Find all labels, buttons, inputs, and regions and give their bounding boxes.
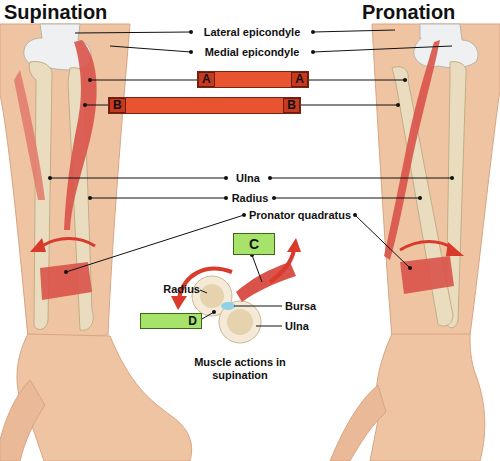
callout-letter: D [188,314,197,328]
ulna-marrow [227,309,253,335]
leader-dot [403,78,407,82]
left-forearm [0,24,192,461]
leader-line [274,198,420,199]
leader-line [85,105,108,106]
arrow-head [171,296,187,310]
part-label: Ulna [285,320,330,333]
leader-line [256,326,282,327]
callout-box: D [140,313,202,329]
bursa [221,302,235,310]
view-heading: Supination [4,0,154,24]
leader-line [90,198,226,199]
arrow-head [287,238,301,252]
leader-dot [83,103,87,107]
leader-dot [88,78,92,82]
inset-caption: Muscle actions in supination [180,356,300,382]
callout-letter: B [109,98,126,113]
leader-line [270,178,452,179]
hand [17,334,192,461]
leader-dot [189,50,193,54]
muscle [64,40,97,230]
leader-line [110,46,191,52]
leader-line [309,80,405,81]
ulna-section [219,301,261,343]
leader-dot [242,213,246,217]
leader-dot [450,176,454,180]
muscle [14,70,45,200]
leader-line [252,255,262,282]
arrow-head [446,242,464,256]
leader-line [202,312,214,319]
leader-dot [311,30,315,34]
part-label: Lateral epicondyle [193,26,311,39]
pronator-quadratus [400,256,454,294]
rotation-arrow [42,239,95,247]
leader-dot [64,270,68,274]
leader-line [355,215,410,268]
leader-dot [396,103,400,107]
leader-line [66,215,244,272]
part-label: Pronator quadratus [246,209,354,222]
leader-dot [418,196,422,200]
hand [370,334,485,461]
leader-dot [48,176,52,180]
right-forearm [330,24,500,461]
part-label: Radius [160,283,200,296]
part-label: Ulna [228,172,268,185]
muscle-band: AA [197,71,309,88]
callout-letter: A [291,72,308,87]
leader-dot [224,196,228,200]
leader-dot [272,196,276,200]
leader-line [313,30,395,32]
radius-marrow [200,284,224,308]
leader-dots [48,30,454,314]
leader-dot [88,196,92,200]
leader-dot [311,50,315,54]
pronator-quadratus [40,262,92,300]
muscle-band: BB [108,97,301,114]
part-label: Bursa [285,300,330,313]
leader-dot [189,30,193,34]
part-label: Medial epicondyle [193,46,311,59]
leader-line [50,178,226,179]
part-label: Radius [228,192,272,205]
thumb [330,385,386,461]
leader-dot [212,310,216,314]
leader-line [90,80,197,81]
callout-letter: A [198,72,215,87]
leader-lines [50,30,452,326]
ulna-bone [446,62,466,328]
muscle [384,40,440,260]
leader-dot [224,176,228,180]
view-heading: Pronation [362,0,497,24]
leader-line [301,105,398,106]
leader-line [313,46,452,52]
rotation-arrow [400,242,452,251]
leader-line [234,306,282,307]
leader-line [200,290,207,293]
callout-letter: B [283,98,300,113]
callout-letter: C [249,236,259,252]
thumb [0,380,45,461]
leader-line [75,32,191,33]
skin [0,24,130,338]
leader-dot [408,266,412,270]
callout-box: C [233,233,275,255]
leader-dot [353,213,357,217]
arrow-head [30,238,46,252]
skin [372,24,500,338]
leader-dot [268,176,272,180]
